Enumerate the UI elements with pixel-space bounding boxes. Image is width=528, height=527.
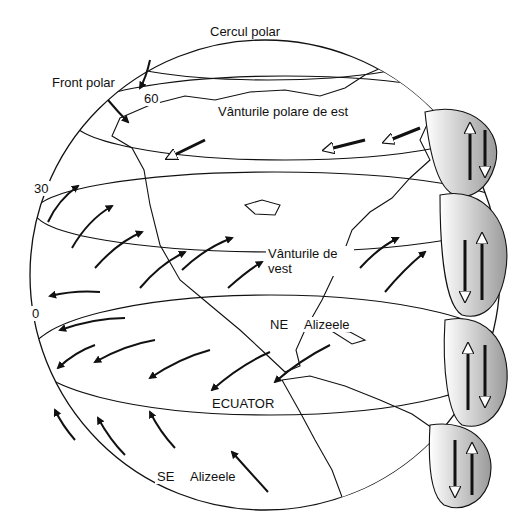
wind-label: Vânturile de vest (266, 246, 354, 276)
direction-label: NE (268, 317, 290, 332)
latitude-number: 0 (30, 306, 41, 321)
direction-label: SE (155, 469, 176, 484)
wind-label: Alizeele (302, 317, 352, 332)
circle-label: Cercul polar (208, 24, 282, 39)
latitude-number: 30 (32, 181, 50, 196)
latitude-number: 60 (142, 91, 160, 106)
wind-label: Alizeele (188, 469, 238, 484)
front-label: Front polar (50, 75, 117, 90)
wind-label: Vânturile polare de est (216, 104, 350, 119)
equator-label: ECUATOR (210, 396, 276, 411)
